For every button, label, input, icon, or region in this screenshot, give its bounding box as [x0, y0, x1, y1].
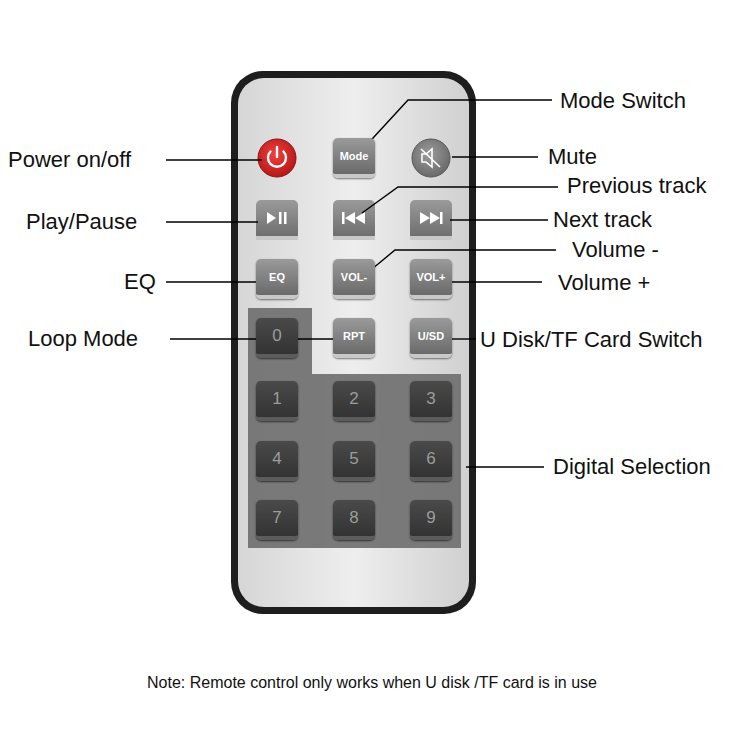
previous-icon	[342, 212, 345, 224]
leader-lines	[166, 100, 558, 467]
button-label: 7	[272, 508, 281, 528]
button-label: 2	[349, 389, 358, 409]
play-icon	[267, 212, 276, 224]
button-label: 5	[349, 449, 358, 469]
button-label: 8	[349, 508, 358, 528]
function-button: U/SD	[410, 318, 452, 358]
leader-line	[452, 338, 476, 339]
pause-icon	[279, 212, 282, 224]
function-button: Mode	[333, 138, 375, 178]
mute-icon	[421, 149, 440, 167]
digit-button: 3	[410, 381, 452, 421]
leader-line	[366, 250, 556, 274]
callout-label: Mode Switch	[560, 90, 686, 112]
power-button	[258, 139, 296, 177]
next-button	[410, 200, 452, 240]
digit-button: 2	[333, 381, 375, 421]
next-icon	[440, 212, 443, 224]
leader-line	[170, 338, 334, 339]
callout-label: Digital Selection	[553, 456, 711, 478]
button-label: VOL-	[341, 271, 367, 283]
button-label: U/SD	[418, 330, 444, 342]
callout-label: Mute	[548, 146, 597, 168]
play-pause-button	[256, 200, 298, 240]
digit-button: 1	[256, 381, 298, 421]
button-label: 6	[426, 449, 435, 469]
callout-label: Loop Mode	[28, 328, 138, 350]
button-label: VOL+	[416, 271, 445, 283]
callout-label: EQ	[124, 271, 156, 293]
footnote: Note: Remote control only works when U d…	[147, 675, 597, 691]
button-label: 3	[426, 389, 435, 409]
digit-button: 7	[256, 500, 298, 540]
function-button: VOL-	[333, 259, 375, 299]
callout-label: Power on/off	[8, 149, 131, 171]
button-label: 4	[272, 449, 281, 469]
key-rim	[256, 236, 298, 240]
leader-line	[452, 156, 538, 157]
digit-button: 9	[410, 500, 452, 540]
leader-line	[362, 187, 558, 213]
previous-button	[333, 200, 375, 240]
next-icon	[420, 212, 440, 224]
callout-label: Volume +	[558, 272, 650, 294]
digit-button: 0	[256, 318, 298, 358]
callout-label: U Disk/TF Card Switch	[480, 329, 702, 351]
previous-icon	[345, 212, 365, 224]
button-label: 1	[272, 389, 281, 409]
leader-line	[166, 221, 258, 222]
digit-button: 4	[256, 441, 298, 481]
function-button: EQ	[256, 259, 298, 299]
pause-icon	[284, 212, 287, 224]
digit-button: 6	[410, 441, 452, 481]
remote-housing	[231, 71, 476, 614]
button-label: 9	[426, 508, 435, 528]
key-rim	[333, 236, 375, 240]
digit-button: 8	[333, 500, 375, 540]
power-icon	[276, 147, 278, 157]
digit-panel	[248, 308, 461, 548]
remote-face	[238, 78, 469, 607]
function-button: VOL+	[410, 259, 452, 299]
button-label: RPT	[343, 330, 365, 342]
leader-line	[450, 219, 548, 220]
leader-line	[362, 100, 552, 150]
key-rim	[410, 236, 452, 240]
leader-line	[166, 159, 262, 160]
button-label: Mode	[340, 150, 369, 162]
callout-label: Play/Pause	[26, 211, 137, 233]
callout-label: Next track	[553, 209, 652, 231]
callout-label: Previous track	[567, 175, 706, 197]
digit-button: 5	[333, 441, 375, 481]
leader-line	[452, 281, 542, 282]
button-label: 0	[272, 326, 281, 346]
callout-label: Volume -	[572, 239, 659, 261]
leader-line	[466, 466, 544, 467]
button-label: EQ	[269, 271, 285, 283]
leader-line	[166, 281, 258, 282]
function-button: RPT	[333, 318, 375, 358]
mute-button	[412, 139, 450, 177]
